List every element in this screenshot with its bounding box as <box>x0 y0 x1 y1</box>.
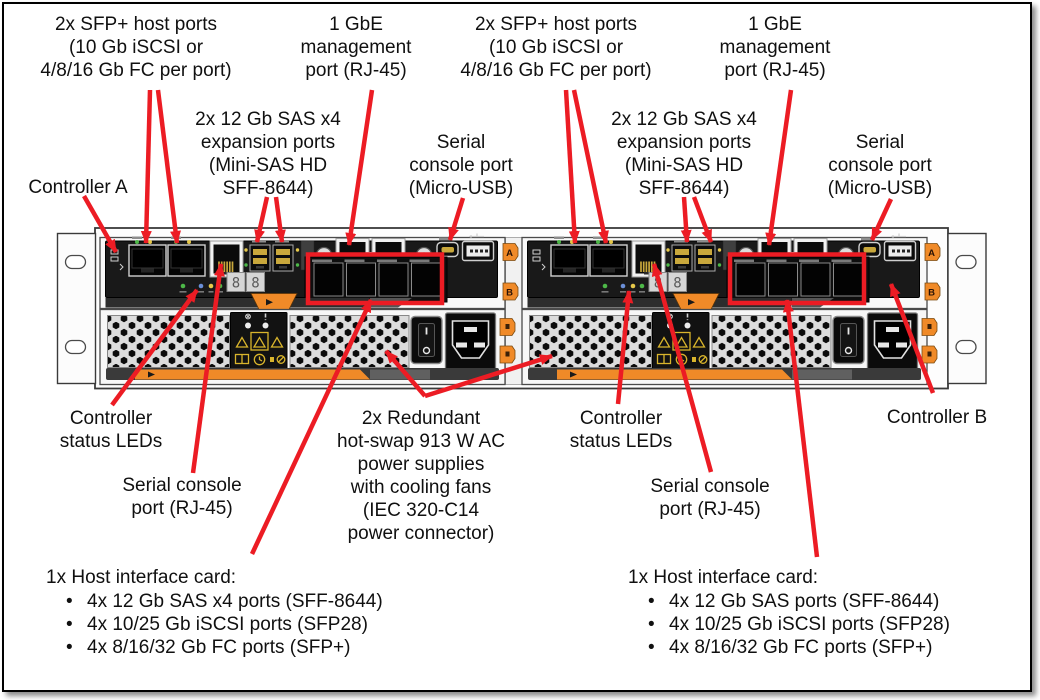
arrow-controller-b <box>888 283 936 394</box>
arrow-sfp-a-2 <box>155 89 181 244</box>
callout-status-leds-b: Controller status LEDs <box>569 408 673 452</box>
callout-serial-microusb-b: Serial console port (Micro-USB) <box>827 132 933 199</box>
callout-sas-expansion-b: 2x 12 Gb SAS x4 expansion ports (Mini-SA… <box>611 109 757 199</box>
arrow-sas-b-1 <box>680 196 692 243</box>
hic-right-item: 4x 10/25 Gb iSCSI ports (SFP28) <box>648 613 1028 636</box>
callout-controller-a: Controller A <box>28 177 128 198</box>
arrow-sas-a-1 <box>254 196 270 243</box>
arrow-mgmt-a <box>345 89 375 246</box>
hic-highlight-box-left <box>305 252 445 306</box>
arrow-hic-right <box>782 299 820 558</box>
callout-status-leds-a: Controller status LEDs <box>59 408 163 452</box>
arrow-sas-b-2 <box>691 196 714 243</box>
callout-arrows <box>82 89 936 558</box>
callout-controller-b: Controller B <box>886 407 988 428</box>
callout-mgmt-port-a: 1 GbE management port (RJ-45) <box>300 14 412 81</box>
arrow-hic-left <box>249 299 374 555</box>
power-supply-right <box>522 310 937 385</box>
callout-mgmt-port-b: 1 GbE management port (RJ-45) <box>719 14 831 81</box>
left-rack-ear <box>56 232 97 385</box>
callout-power-supplies: 2x Redundant hot-swap 913 W AC power sup… <box>337 408 505 544</box>
hic-right-item: 4x 8/16/32 Gb FC ports (SFP+) <box>648 636 1028 659</box>
callout-serial-rj45-b: Serial console port (RJ-45) <box>650 476 770 520</box>
hic-list-right: 1x Host interface card: 4x 12 Gb SAS por… <box>628 566 1028 659</box>
callout-sas-expansion-a: 2x 12 Gb SAS x4 expansion ports (Mini-SA… <box>195 109 341 199</box>
arrow-serial-rj45-b <box>651 263 714 473</box>
hic-left-item: 4x 8/16/32 Gb FC ports (SFP+) <box>66 636 476 659</box>
arrow-sfp-b-1 <box>563 89 580 244</box>
arrow-microusb-a <box>447 197 466 241</box>
arrow-controller-a <box>82 194 118 254</box>
hic-list-left: 1x Host interface card: 4x 12 Gb SAS x4 … <box>46 566 476 659</box>
arrow-sfp-a-1 <box>140 89 153 244</box>
hic-list-right-title: 1x Host interface card: <box>628 567 819 588</box>
callout-serial-rj45-a: Serial console port (RJ-45) <box>122 475 242 519</box>
arrow-serial-rj45-a <box>190 263 225 474</box>
arrow-status-a <box>110 288 199 407</box>
right-rack-ear <box>947 232 987 385</box>
arrow-psu-left <box>384 349 427 398</box>
power-supply-left <box>100 310 515 385</box>
callout-sfp-host-ports-a: 2x SFP+ host ports (10 Gb iSCSI or 4/8/1… <box>40 14 232 81</box>
arrow-sfp-b-2 <box>571 89 609 244</box>
callout-serial-microusb-a: Serial console port (Micro-USB) <box>408 132 514 199</box>
hic-highlight-box-right <box>727 252 867 306</box>
callout-sfp-host-ports-b: 2x SFP+ host ports (10 Gb iSCSI or 4/8/1… <box>460 14 652 81</box>
arrow-status-b <box>615 290 634 405</box>
arrow-mgmt-b <box>765 89 794 246</box>
arrow-sas-a-2 <box>273 196 286 243</box>
arrow-psu-right <box>424 353 553 399</box>
hic-left-item: 4x 12 Gb SAS x4 ports (SFF-8644) <box>66 590 476 613</box>
hic-left-item: 4x 10/25 Gb iSCSI ports (SFP28) <box>66 613 476 636</box>
hic-right-item: 4x 12 Gb SAS ports (SFF-8644) <box>648 590 1028 613</box>
arrow-microusb-b <box>869 198 894 241</box>
hic-list-left-title: 1x Host interface card: <box>46 567 237 588</box>
